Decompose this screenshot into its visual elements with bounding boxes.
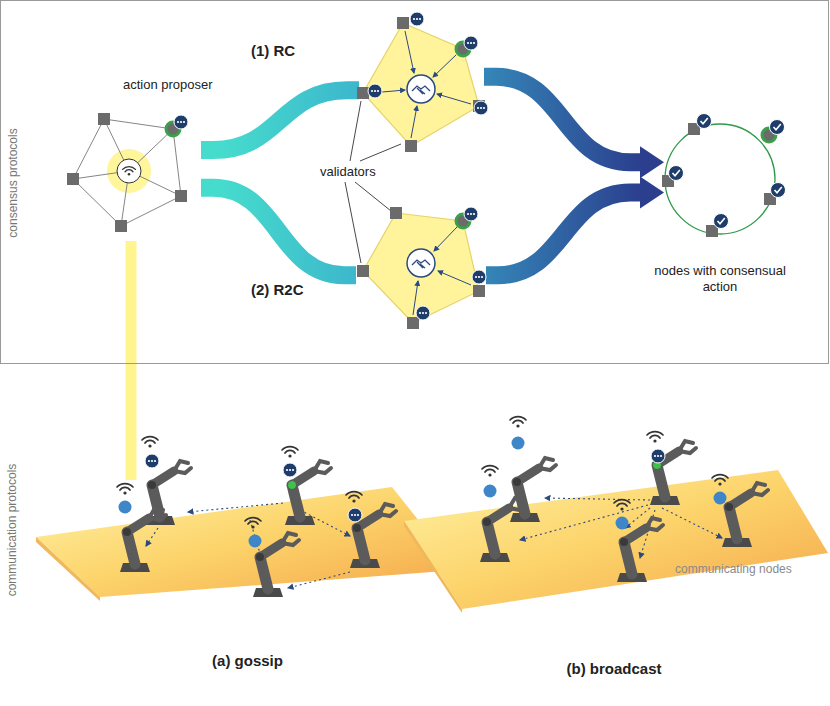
connector [131, 241, 132, 480]
section-title: communication protocols [5, 464, 19, 597]
rc-group: (1) RC [359, 16, 484, 151]
connector-line [201, 90, 359, 150]
connector [484, 77, 664, 178]
arrow-head [640, 146, 664, 178]
protocol-caption: (b) broadcast [400, 660, 828, 678]
protocol-label: (1) RC [251, 42, 295, 60]
connector-line [484, 77, 642, 162]
broadcast-platform: communicating nodes(b) broadcast [400, 462, 828, 612]
connector-line [201, 188, 356, 275]
arrow-head [640, 176, 664, 208]
validators-label: validators [318, 164, 378, 179]
gossip-platform: (a) gossip [35, 480, 460, 610]
connector-line [486, 192, 642, 275]
ring-label: nodes with consensual action [644, 263, 796, 294]
broadcast-floor [400, 462, 828, 612]
platform-label: communicating nodes [675, 562, 792, 576]
connector [486, 176, 664, 275]
node-label: action proposer [123, 77, 213, 93]
consensus-ring [664, 123, 776, 235]
protocol-caption: (a) gossip [35, 652, 460, 670]
network-cluster: action proposer [61, 101, 201, 241]
connector [201, 90, 359, 150]
network-graph [61, 101, 201, 241]
protocol-label: (2) R2C [251, 281, 304, 299]
r2c-group: (2) R2C [356, 201, 486, 336]
gossip-floor [35, 480, 460, 610]
connector [201, 188, 356, 275]
consensus-panel: consensus protocols action proposer [0, 0, 829, 364]
validator-pentagon [359, 16, 484, 151]
connector-line [126, 241, 137, 480]
validator-pentagon [356, 201, 486, 336]
panel-title: consensus protocols [6, 128, 20, 237]
consensus-ring: nodes with consensual action [664, 123, 776, 235]
